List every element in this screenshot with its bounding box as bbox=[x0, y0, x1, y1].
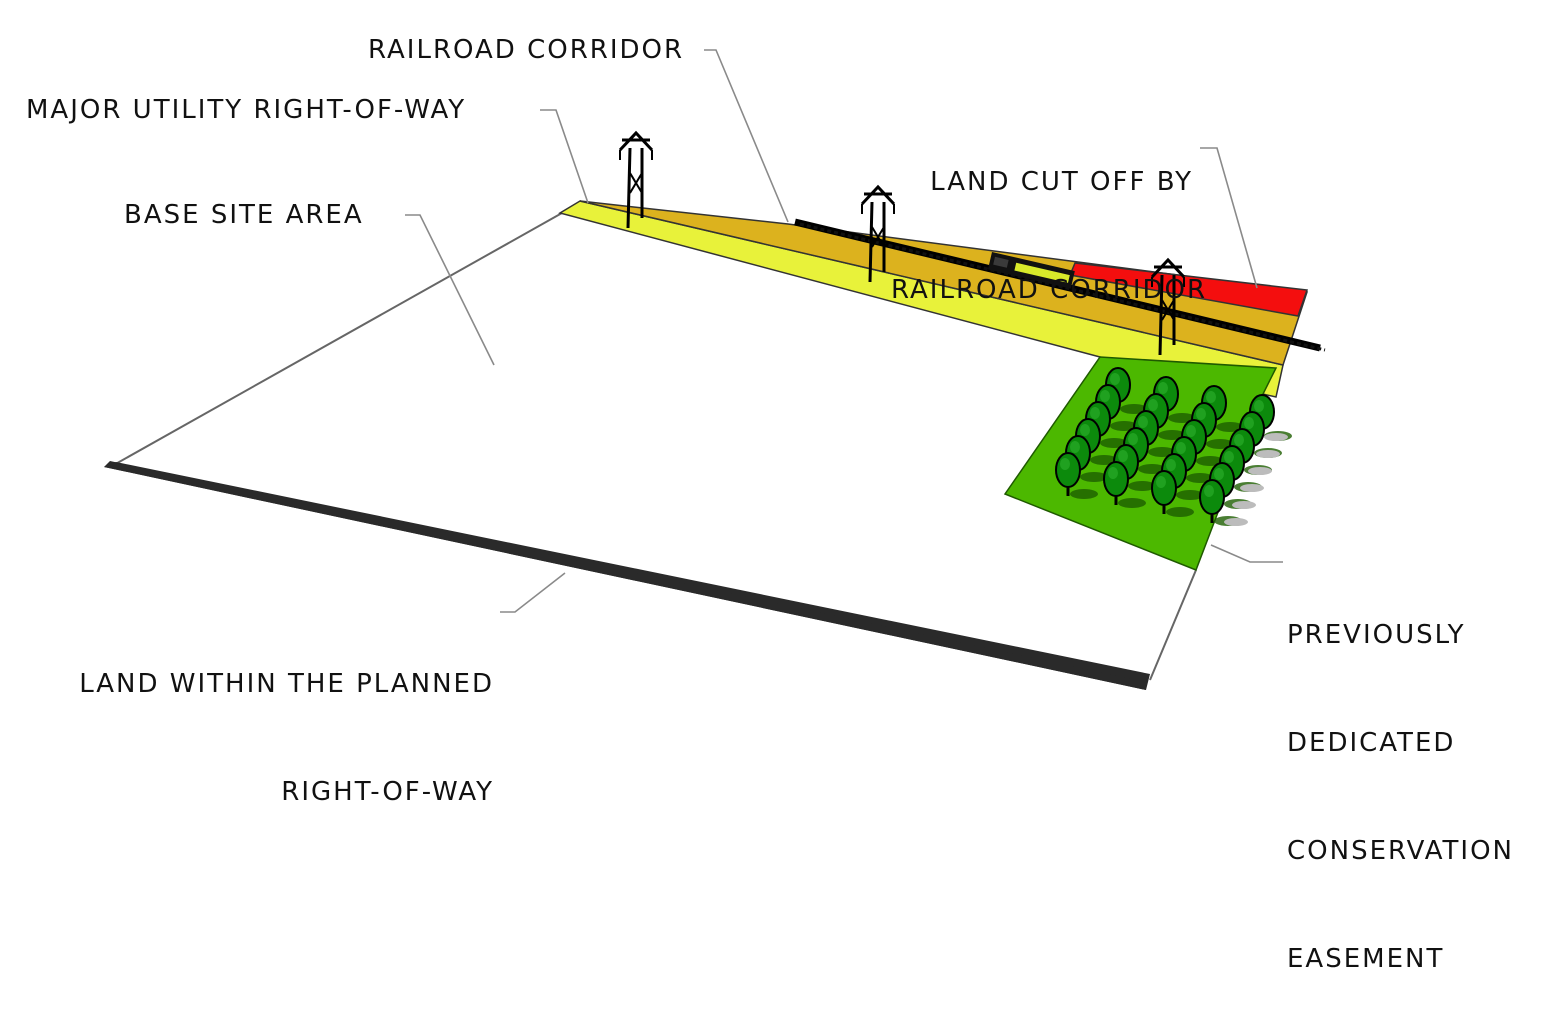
label-conservation-line2: DEDICATED bbox=[1287, 728, 1456, 758]
leader-conservation bbox=[1210, 544, 1283, 563]
utility-right-of-way-strip bbox=[558, 200, 1284, 398]
tree-shadow bbox=[1248, 467, 1272, 475]
tree-shadow bbox=[1264, 433, 1288, 441]
label-conservation-easement: PREVIOUSLY DEDICATED CONSERVATION EASEME… bbox=[1287, 545, 1514, 1013]
leader-lines bbox=[405, 49, 1283, 613]
leader-base-site-area bbox=[405, 214, 495, 366]
tree-shadow bbox=[1232, 501, 1256, 509]
transmission-tower-icon bbox=[860, 184, 896, 283]
label-utility-right-of-way: MAJOR UTILITY RIGHT-OF-WAY bbox=[26, 95, 467, 125]
label-land-cut-off-line1: LAND CUT OFF BY bbox=[930, 167, 1193, 197]
leader-cut-off-land bbox=[1200, 147, 1258, 289]
tree-icon bbox=[1151, 470, 1194, 517]
transmission-tower-icon bbox=[1150, 257, 1186, 356]
train-icon bbox=[987, 252, 1075, 289]
tree-shadow bbox=[1256, 450, 1280, 458]
leader-utility-row bbox=[540, 109, 589, 204]
tree-shadow bbox=[1240, 484, 1264, 492]
label-railroad-corridor: RAILROAD CORRIDOR bbox=[368, 35, 685, 65]
leader-railroad-corridor bbox=[704, 49, 789, 223]
label-conservation-line4: EASEMENT bbox=[1287, 944, 1445, 974]
leader-planned-row bbox=[500, 572, 566, 613]
label-planned-row-line2: RIGHT-OF-WAY bbox=[281, 777, 494, 807]
label-planned-right-of-way: LAND WITHIN THE PLANNED RIGHT-OF-WAY bbox=[30, 594, 494, 846]
label-land-cut-off-line2: RAILROAD CORRIDOR bbox=[891, 275, 1208, 305]
tree-shadow bbox=[1224, 518, 1248, 526]
label-base-site-area: BASE SITE AREA bbox=[124, 200, 364, 230]
tree-icon bbox=[1103, 461, 1146, 508]
tree-icon bbox=[1055, 452, 1098, 499]
base-site-area bbox=[108, 205, 1197, 683]
conservation-easement bbox=[1003, 356, 1292, 571]
label-land-cut-off: LAND CUT OFF BY RAILROAD CORRIDOR bbox=[891, 92, 1208, 344]
label-conservation-line3: CONSERVATION bbox=[1287, 836, 1514, 866]
transmission-tower-icon bbox=[618, 130, 654, 229]
site-diagram bbox=[104, 49, 1326, 690]
label-conservation-line1: PREVIOUSLY bbox=[1287, 620, 1466, 650]
label-planned-row-line1: LAND WITHIN THE PLANNED bbox=[79, 669, 494, 699]
